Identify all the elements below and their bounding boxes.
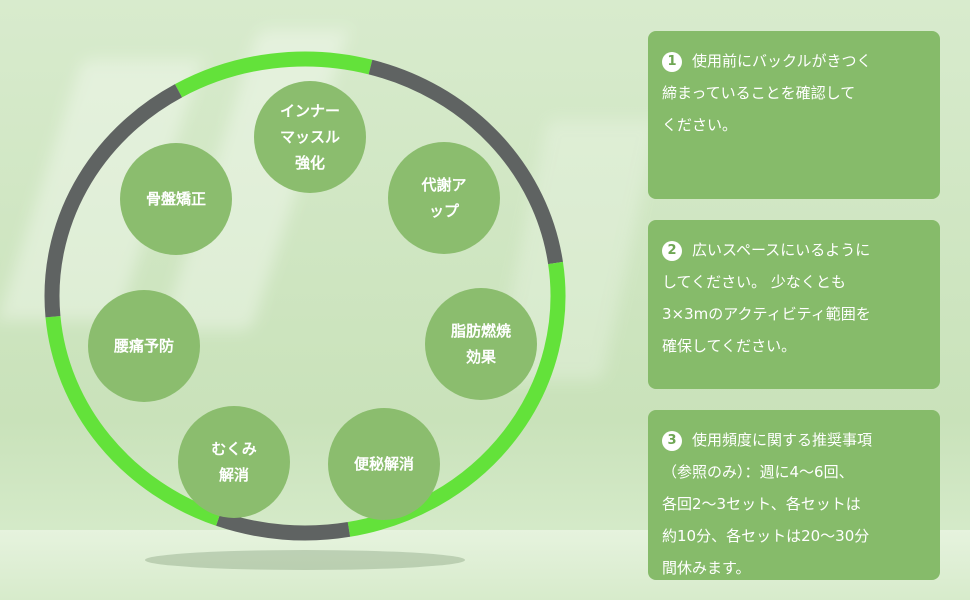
benefit-bubble: 便秘解消 — [328, 408, 440, 520]
note-number-badge: 1 — [662, 52, 682, 72]
note-text: 広いスペースにいるように してください。 少なくとも 3×3mのアクティビティ範… — [662, 241, 871, 355]
hoop-segment — [45, 315, 221, 526]
benefit-bubble: 腰痛予防 — [88, 290, 200, 402]
note-text: 使用前にバックルがきつく 締まっていることを確認して ください。 — [662, 52, 872, 134]
hoop-segment — [368, 59, 563, 265]
benefit-bubble: 骨盤矯正 — [120, 143, 232, 255]
benefit-bubble: インナー マッスル 強化 — [254, 81, 366, 193]
benefit-bubble: むくみ 解消 — [178, 406, 290, 518]
benefit-bubble: 代謝ア ップ — [388, 142, 500, 254]
benefit-bubble: 脂肪燃焼 効果 — [425, 288, 537, 400]
note-text: 使用頻度に関する推奨事項 （参照のみ）：週に4〜6回、 各回2〜3セット、各セッ… — [662, 431, 873, 577]
hoop-segment — [216, 511, 351, 541]
hoop-segment — [44, 84, 183, 318]
hoop-segments — [44, 51, 566, 541]
note-number-badge: 3 — [662, 431, 682, 451]
hoop-shadow — [145, 550, 465, 570]
note-number-badge: 2 — [662, 241, 682, 261]
hoop-segment — [174, 51, 373, 98]
